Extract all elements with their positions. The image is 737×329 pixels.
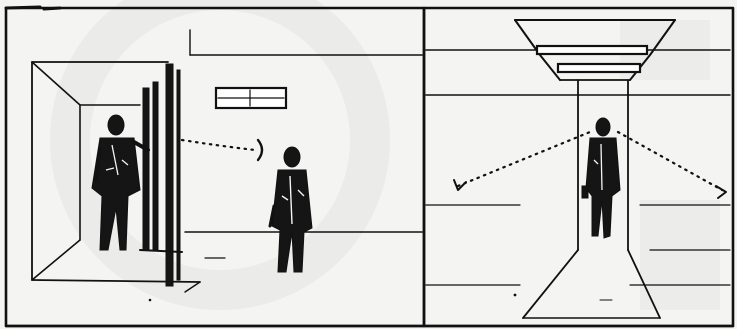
sensor-beam-right: [616, 130, 724, 192]
person-right: [268, 146, 313, 273]
left-panel: [4, 5, 426, 328]
sensor-beam-left: [456, 130, 592, 188]
person-left: [91, 114, 150, 251]
security-gate: [139, 63, 183, 287]
overhead-scanner: [514, 19, 676, 81]
person-walking: [581, 117, 621, 239]
watermark: [50, 0, 720, 310]
wall-sign: [214, 86, 288, 110]
sensor-beam: [180, 138, 257, 152]
